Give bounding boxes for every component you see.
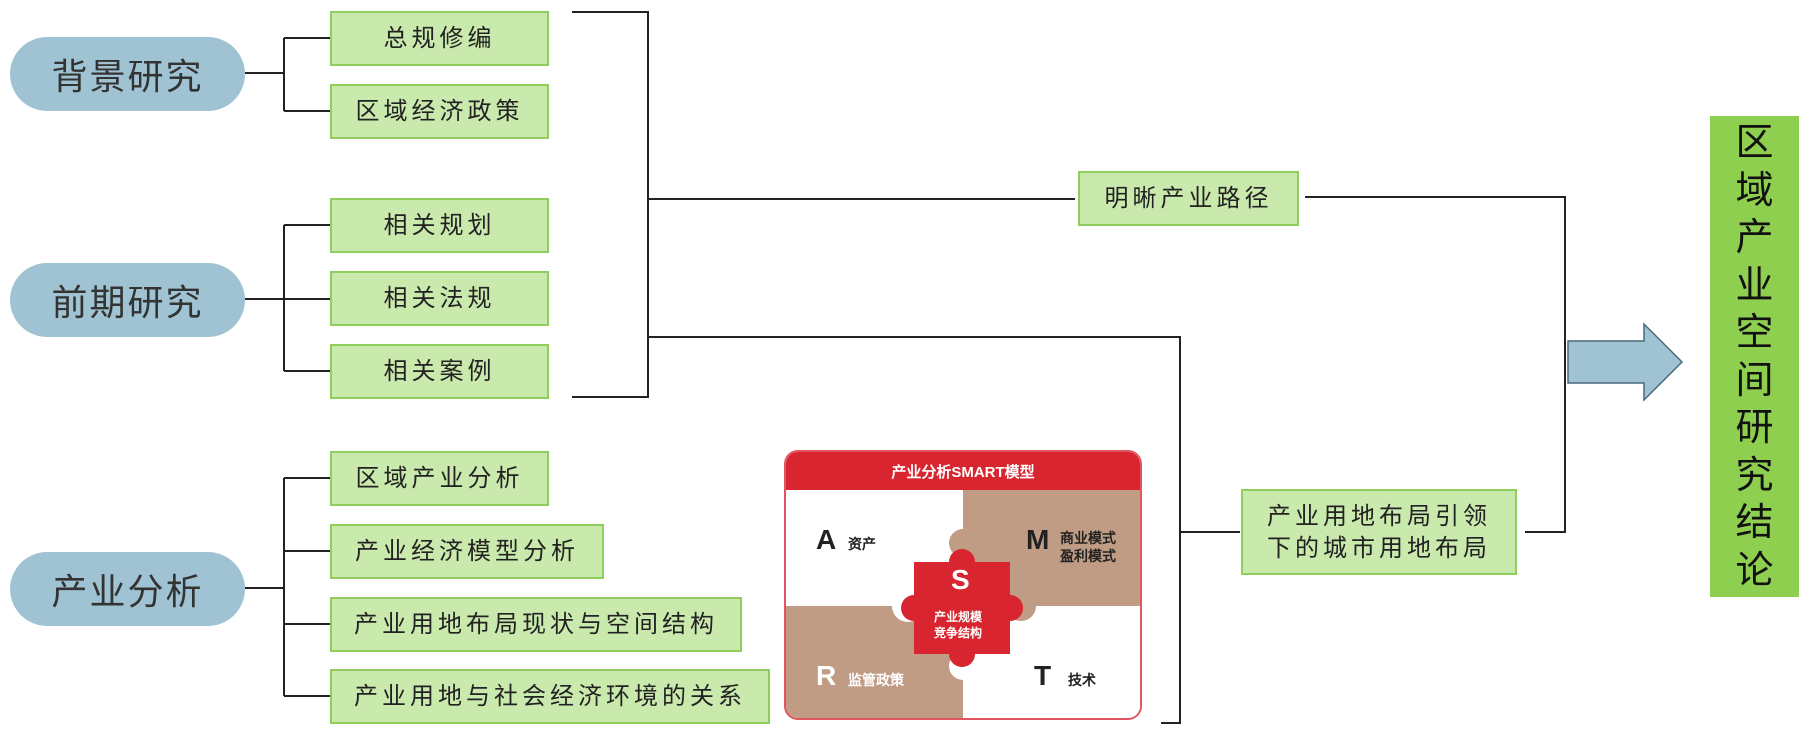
conclusion-char: 空: [1735, 310, 1774, 354]
smart-s-label1: 产业规模: [934, 610, 983, 624]
conclusion-char: 结: [1735, 500, 1774, 544]
category-background-research: 背景研究: [10, 37, 245, 111]
conclusion-char: 间: [1735, 357, 1774, 402]
conclusion-char: 究: [1735, 452, 1774, 497]
land-layout-line1: 产业用地布局引领: [1267, 501, 1491, 530]
smart-m-label1: 商业模式: [1060, 530, 1116, 546]
conclusion-char: 区: [1735, 120, 1774, 164]
item-related-planning: 相关规划: [330, 198, 549, 253]
land-layout-guidance: 产业用地布局引领 下的城市用地布局: [1241, 489, 1517, 575]
item-regional-industry-analysis: 区域产业分析: [330, 451, 549, 506]
conclusion-char: 论: [1735, 547, 1774, 592]
smart-s-letter: S: [951, 564, 970, 595]
item-regional-economic-policy: 区域经济政策: [330, 84, 549, 139]
smart-model-title: 产业分析SMART模型: [786, 452, 1140, 490]
smart-m-label2: 盈利模式: [1060, 548, 1116, 564]
conclusion-char: 研: [1735, 405, 1774, 449]
land-layout-line2: 下的城市用地布局: [1267, 534, 1491, 562]
smart-t-letter: T: [1034, 660, 1052, 691]
item-industry-economic-model: 产业经济模型分析: [330, 524, 604, 579]
smart-r-letter: R: [816, 660, 837, 691]
smart-model-graphic: 产业分析SMART模型 A 资产 M 商业模式 盈利模式 S 产业规模 竞争结构: [784, 450, 1142, 720]
smart-s-label2: 竞争结构: [934, 626, 983, 640]
conclusion-char: 业: [1735, 262, 1774, 307]
conclusion-char: 域: [1735, 167, 1774, 212]
category-preliminary-research: 前期研究: [10, 263, 245, 337]
smart-puzzle-icon: [786, 490, 1140, 718]
clarify-industry-path: 明晰产业路径: [1078, 171, 1299, 226]
item-related-regulations: 相关法规: [330, 271, 549, 326]
smart-t-label: 技术: [1068, 672, 1096, 688]
smart-r-label: 监管政策: [848, 672, 904, 688]
arrow-right-icon: [1567, 322, 1684, 402]
smart-a-label: 资产: [848, 536, 876, 552]
item-land-socioeconomic-relation: 产业用地与社会经济环境的关系: [330, 669, 770, 724]
item-land-layout-structure: 产业用地布局现状与空间结构: [330, 597, 742, 652]
item-master-plan-revision: 总规修编: [330, 11, 549, 66]
smart-a-letter: A: [816, 524, 837, 555]
conclusion-char: 产: [1735, 215, 1774, 259]
category-industry-analysis: 产业分析: [10, 552, 245, 626]
smart-m-letter: M: [1026, 524, 1050, 555]
item-related-cases: 相关案例: [330, 344, 549, 399]
conclusion-box: 区 域 产 业 空 间 研 究 结 论: [1710, 116, 1799, 597]
